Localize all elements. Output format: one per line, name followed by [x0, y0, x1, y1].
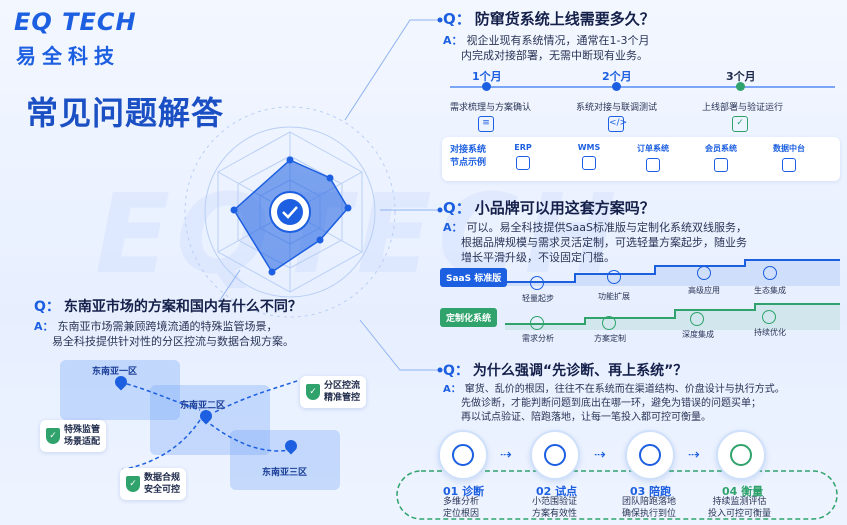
timeline-caption-3: 上线部署与验证运行 [702, 103, 784, 113]
systems-panel: 对接系统节点示例 ERP WMS 订单系统 会员系统 数据中台 [442, 137, 840, 181]
system-erp: ERP [498, 143, 548, 170]
timeline-dot-3 [736, 82, 745, 91]
team-icon [639, 444, 661, 466]
arrow-right-icon: ⇢ [688, 447, 700, 463]
badge-zone-control: ✓ 分区控流精准管控 [300, 376, 367, 408]
saas-step-2: 功能扩展 [598, 292, 630, 301]
step-pilot-desc: 小范围验证方案有效性 [532, 497, 578, 519]
system-datahub: 数据中台 [764, 143, 814, 172]
brand-logo-en: EQ TECH [14, 8, 137, 36]
rocket-icon [530, 276, 544, 290]
brand-watermark: EQTECH [95, 170, 623, 298]
q4-question: Q：为什么强调“先诊断、再上系统”？ [443, 363, 688, 379]
bar-chart-icon [730, 444, 752, 466]
step-accompany-circle [625, 430, 675, 480]
step-pilot-circle [530, 430, 580, 480]
step-measure-title: 04 衡量 [722, 485, 764, 498]
timeline-caption-2: 系统对接与联调测试 [576, 103, 658, 113]
zone-3-label: 东南亚三区 [262, 468, 308, 478]
custom-step-4: 持续优化 [754, 328, 786, 337]
timeline-label-3: 3个月 [726, 70, 756, 83]
target-icon [530, 316, 544, 330]
document-icon: ≡ [478, 116, 494, 132]
trend-icon [762, 310, 776, 324]
shield-icon: ✓ [126, 476, 140, 492]
saas-tag: SaaS 标准版 [440, 268, 508, 287]
q3-answer: A：东南亚市场需兼顾跨境流通的特殊监管场景， 易全科技提供针对性的分区控流与数据… [34, 320, 294, 348]
saas-step-1: 轻量起步 [522, 294, 554, 303]
system-orders: 订单系统 [628, 143, 678, 172]
saas-stair [505, 259, 840, 286]
timeline-dot-1 [482, 82, 491, 91]
zone-3-area [230, 430, 340, 490]
brand-logo-cn: 易全科技 [16, 44, 120, 68]
badge-special-regulation: ✓ 特殊监管场景适配 [40, 420, 107, 452]
systems-title: 对接系统节点示例 [450, 145, 487, 168]
timeline-dot-2 [612, 82, 621, 91]
q1-question: Q：防窜货系统上线需要多久？ [443, 10, 655, 28]
radar-graphic [184, 106, 396, 318]
timeline-line [450, 86, 835, 88]
timeline-label-2: 2个月 [602, 70, 632, 83]
q4-answer: A：窜货、乱价的根因，往往不在系统而在渠道结构、价盘设计与执行方式。 先做诊断，… [443, 384, 785, 423]
q2-answer: A：可以。易全科技提供SaaS标准版与定制化系统双线服务， 根据品牌规模与需求灵… [443, 221, 747, 264]
datahub-icon [782, 158, 796, 172]
shield-icon: ✓ [306, 384, 320, 400]
bar-chart-icon [697, 266, 711, 280]
network-icon [763, 266, 777, 280]
timeline-label-1: 1个月 [472, 70, 502, 83]
badge-data-compliance: ✓ 数据合规安全可控 [120, 468, 187, 500]
custom-stair [505, 303, 840, 330]
timeline-caption-1: 需求梳理与方案确认 [450, 103, 532, 113]
custom-step-2: 方案定制 [594, 334, 626, 343]
system-wms: WMS [564, 143, 614, 170]
layers-icon [690, 312, 704, 326]
saas-step-4: 生态集成 [754, 286, 786, 295]
step-measure-desc: 持续监测评估投入可控可衡量 [708, 497, 772, 519]
cube-icon [602, 316, 616, 330]
check-icon: ✓ [732, 116, 748, 132]
order-icon [646, 158, 660, 172]
code-icon: </> [608, 116, 627, 132]
member-icon [714, 158, 728, 172]
q2-question: Q：小品牌可以用这套方案吗？ [443, 199, 655, 217]
saas-step-3: 高级应用 [688, 286, 720, 295]
q1-answer: A：视企业现有系统情况，通常在1-3个月 内完成对接部署，无需中断现有业务。 [443, 34, 650, 62]
step-diagnose-desc: 多维分析定位根因 [443, 497, 480, 519]
arrow-right-icon: ⇢ [594, 447, 606, 463]
magnifier-icon [452, 444, 474, 466]
zone-2-label: 东南亚二区 [180, 401, 226, 411]
step-pilot-title: 02 试点 [536, 485, 578, 498]
step-diagnose-circle [438, 430, 488, 480]
custom-step-3: 深度集成 [682, 330, 714, 339]
grid-icon [607, 270, 621, 284]
step-diagnose-title: 01 诊断 [443, 485, 485, 498]
custom-tag: 定制化系统 [440, 308, 498, 327]
warehouse-icon [582, 156, 596, 170]
page-title: 常见问题解答 [26, 94, 225, 132]
flask-icon [544, 444, 566, 466]
zone-1-label: 东南亚一区 [92, 367, 138, 377]
arrow-right-icon: ⇢ [500, 447, 512, 463]
q3-question: Q：东南亚市场的方案和国内有什么不同？ [34, 299, 302, 315]
steps-track [396, 470, 838, 520]
step-accompany-desc: 团队陪跑落地确保执行到位 [622, 497, 677, 519]
custom-step-1: 需求分析 [522, 334, 554, 343]
step-measure-circle [716, 430, 766, 480]
system-members: 会员系统 [696, 143, 746, 172]
step-accompany-title: 03 陪跑 [630, 485, 672, 498]
shield-icon: ✓ [46, 428, 60, 444]
database-icon [516, 156, 530, 170]
